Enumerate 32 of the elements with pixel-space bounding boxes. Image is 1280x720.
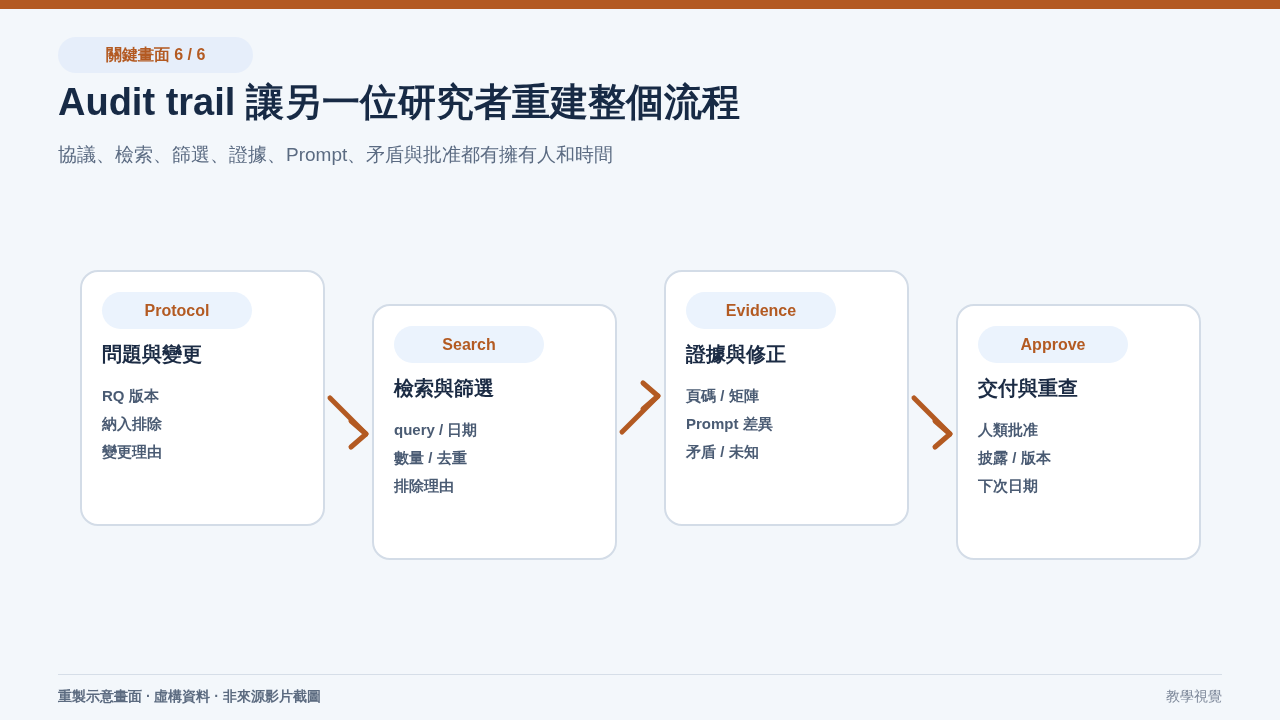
- stage-tag: Evidence: [686, 292, 836, 329]
- footer-note: 重製示意畫面 · 虛構資料 · 非來源影片截圖: [58, 687, 321, 706]
- stage-heading: 檢索與篩選: [394, 376, 494, 401]
- chevron-arrow: [619, 380, 661, 435]
- stage-card: [372, 304, 617, 560]
- stage-item: Prompt 差異: [686, 414, 773, 434]
- stage-card: [956, 304, 1201, 560]
- stage-item: 頁碼 / 矩陣: [686, 386, 759, 406]
- chevron-arrow: [911, 395, 953, 450]
- stage-item: 披露 / 版本: [978, 448, 1051, 468]
- stage-item: 納入排除: [102, 414, 162, 434]
- stage-item: query / 日期: [394, 420, 478, 440]
- stage-tag: Approve: [978, 326, 1128, 363]
- stage-card: [80, 270, 325, 526]
- slide-subtitle: 協議、檢索、篩選、證據、Prompt、矛盾與批准都有擁有人和時間: [58, 143, 614, 167]
- frame-counter-tag: 關鍵畫面 6 / 6: [58, 37, 253, 73]
- slide-title: Audit trail 讓另一位研究者重建整個流程: [58, 80, 740, 125]
- stage-item: 排除理由: [394, 476, 454, 496]
- stage-heading: 證據與修正: [686, 342, 786, 367]
- stage-item: 下次日期: [978, 476, 1038, 496]
- stage-item: 變更理由: [102, 442, 162, 462]
- stage-item: RQ 版本: [102, 386, 159, 406]
- chevron-arrow: [327, 395, 369, 450]
- stage-tag: Protocol: [102, 292, 252, 329]
- stage-heading: 交付與重查: [978, 376, 1078, 401]
- stage-item: 人類批准: [978, 420, 1038, 440]
- stage-tag: Search: [394, 326, 544, 363]
- stage-item: 數量 / 去重: [394, 448, 467, 468]
- footer-credit: 教學視覺: [1166, 687, 1222, 706]
- stage-item: 矛盾 / 未知: [686, 442, 759, 462]
- stage-card: [664, 270, 909, 526]
- stage-heading: 問題與變更: [102, 342, 202, 367]
